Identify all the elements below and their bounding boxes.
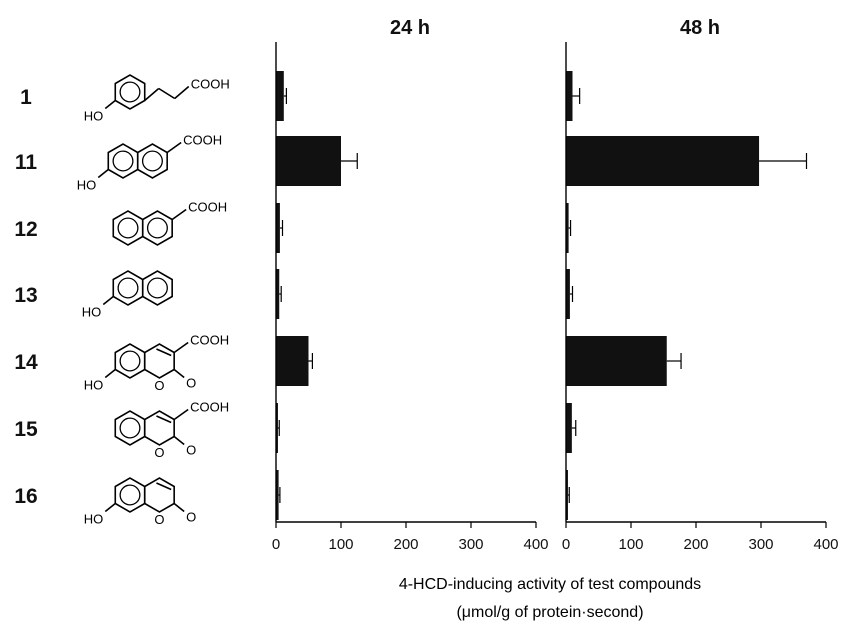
bond xyxy=(173,435,185,446)
chart-panels: 24 h 0 100 200 300 400 48 h 0 100 200 300 400 xyxy=(272,17,839,553)
aromatic-circle xyxy=(117,217,139,239)
bond xyxy=(104,502,116,513)
aromatic-circle xyxy=(141,150,163,172)
bond xyxy=(97,168,109,179)
bar xyxy=(276,403,278,453)
chem-label-hydroxy: HO xyxy=(84,109,104,124)
chem-label-acid: COOH xyxy=(183,133,222,148)
bar xyxy=(566,203,569,253)
aromatic-circle xyxy=(146,277,168,299)
chem-label-acid: COOH xyxy=(191,77,230,92)
aromatic-circle xyxy=(117,277,139,299)
chem-label-ring-oxygen: O xyxy=(154,512,164,527)
aromatic-circle xyxy=(119,484,141,506)
bond xyxy=(173,368,185,379)
double-bond xyxy=(156,415,172,424)
bar xyxy=(566,136,760,186)
x-axis-label-line2: (μmol/g of protein·second) xyxy=(456,604,643,621)
x-tick-label: 400 xyxy=(813,536,838,553)
bar xyxy=(566,403,572,453)
x-tick-label: 100 xyxy=(618,536,643,553)
compound-number: 11 xyxy=(15,151,38,174)
x-tick-label: 100 xyxy=(328,536,353,553)
x-tick-label: 300 xyxy=(458,536,483,553)
chem-label-acid: COOH xyxy=(188,200,227,215)
panel-title: 24 h xyxy=(390,17,430,39)
bar xyxy=(276,269,280,319)
compound-number: 1 xyxy=(20,86,32,109)
aromatic-circle xyxy=(119,81,141,103)
compound-number: 12 xyxy=(14,218,37,241)
double-bond xyxy=(156,348,172,357)
bond xyxy=(173,408,189,421)
ring-bond xyxy=(114,74,146,110)
bar xyxy=(566,269,570,319)
chem-label-acid: COOH xyxy=(190,333,229,348)
aromatic-circle xyxy=(119,350,141,372)
chem-label-carbonyl-oxygen: O xyxy=(186,376,196,391)
aromatic-circle xyxy=(112,150,134,172)
compound-number: 15 xyxy=(14,418,38,441)
chem-label-hydroxy: HO xyxy=(84,378,104,393)
chem-label-carbonyl-oxygen: O xyxy=(186,510,196,525)
chem-label-hydroxy: HO xyxy=(77,178,97,193)
x-tick-label: 200 xyxy=(393,536,418,553)
x-tick-label: 300 xyxy=(748,536,773,553)
structure-1: COOH HO xyxy=(84,74,230,124)
chem-label-ring-oxygen: O xyxy=(154,445,164,460)
bond xyxy=(144,87,160,102)
structure-13: HO xyxy=(82,270,173,320)
double-bond xyxy=(156,482,172,491)
compound-number: 13 xyxy=(14,284,37,307)
bond xyxy=(104,368,116,379)
aromatic-circle xyxy=(119,417,141,439)
bar xyxy=(276,203,280,253)
panel-title: 48 h xyxy=(680,17,720,39)
bar xyxy=(276,336,309,386)
bar xyxy=(276,136,341,186)
bond xyxy=(158,87,176,100)
bar xyxy=(276,71,284,121)
panel-1: 24 h 0 100 200 300 400 xyxy=(272,17,549,553)
bar xyxy=(566,470,568,520)
x-tick-label: 0 xyxy=(562,536,570,553)
bond xyxy=(166,141,182,154)
ring-bond xyxy=(143,477,175,513)
bar xyxy=(276,470,279,520)
ring-bond xyxy=(143,410,175,446)
bond xyxy=(171,208,187,221)
bond xyxy=(174,85,190,100)
structure-11: COOH HO xyxy=(77,133,222,193)
chem-label-carbonyl-oxygen: O xyxy=(186,443,196,458)
chemical-structures: COOH HO COOH HO COOH HO O O COOH HO O O COOH O O HO xyxy=(77,74,230,527)
chem-label-hydroxy: HO xyxy=(84,512,104,527)
bond xyxy=(102,295,114,306)
bond xyxy=(173,341,189,354)
bond xyxy=(104,99,116,110)
bond xyxy=(173,502,185,513)
x-tick-label: 0 xyxy=(272,536,280,553)
compound-number: 14 xyxy=(14,351,38,374)
chem-label-acid: COOH xyxy=(190,400,229,415)
compound-number: 16 xyxy=(14,485,37,508)
structure-16: O O HO xyxy=(84,477,196,527)
structure-12: COOH xyxy=(112,200,227,246)
structure-15: O O COOH xyxy=(114,400,229,460)
ring-bond xyxy=(143,343,175,379)
aromatic-circle xyxy=(146,217,168,239)
panel-2: 48 h 0 100 200 300 400 xyxy=(562,17,839,553)
bar xyxy=(566,71,573,121)
chem-label-hydroxy: HO xyxy=(82,305,102,320)
x-axis-label-line1: 4-HCD-inducing activity of test compound… xyxy=(399,576,701,593)
x-tick-label: 400 xyxy=(523,536,548,553)
ring-bond xyxy=(141,270,173,306)
chem-label-ring-oxygen: O xyxy=(154,378,164,393)
x-tick-label: 200 xyxy=(683,536,708,553)
structure-14: O O COOH HO xyxy=(84,333,229,394)
bar xyxy=(566,336,667,386)
